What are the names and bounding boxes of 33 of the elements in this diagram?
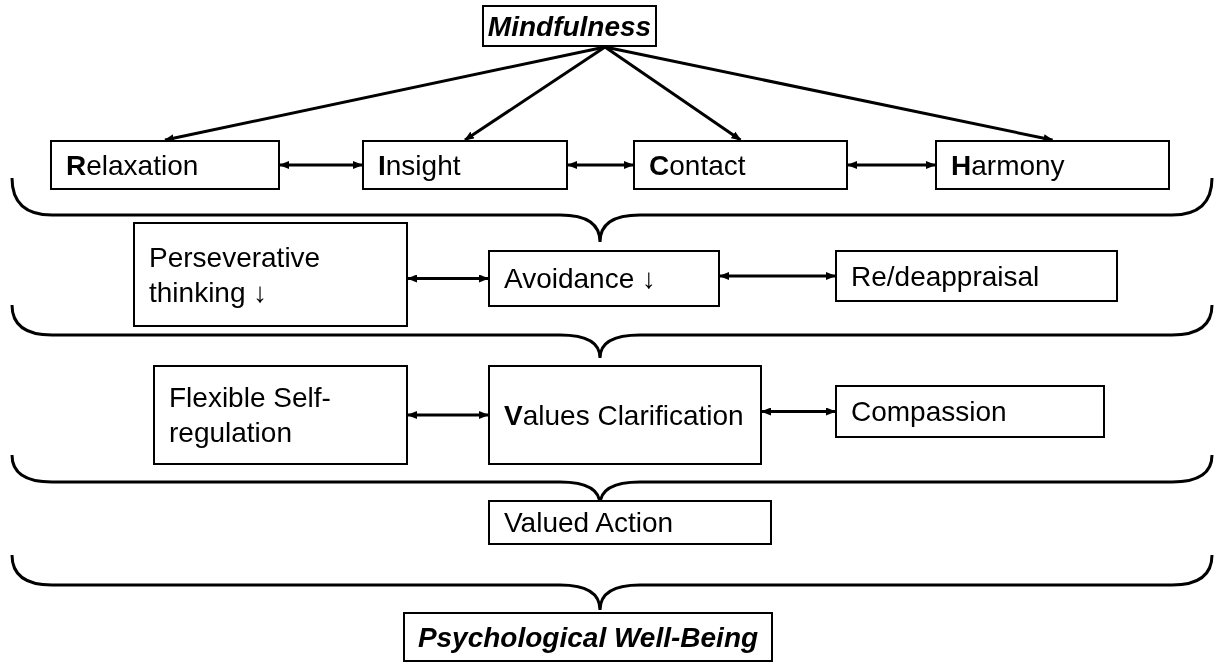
concept-label: Re/deappraisal [851, 259, 1040, 294]
concept-box [935, 140, 1170, 190]
concept-label: Flexible Self-regulation [169, 381, 332, 450]
concept-box [50, 140, 280, 190]
concept-label: Avoidance ↓ [504, 262, 657, 296]
concept-label: Insight [378, 148, 461, 183]
concept-label: Compassion [851, 395, 1007, 429]
concept-box [403, 612, 773, 662]
arrow [847, 161, 936, 169]
concept-box [133, 222, 408, 327]
concept-label: Contact [649, 148, 746, 183]
concept-box [633, 140, 848, 190]
concept-box [835, 250, 1118, 302]
concept-box [362, 140, 568, 190]
arrow [464, 45, 606, 142]
arrow [567, 161, 634, 169]
concept-box [488, 250, 720, 307]
concept-label: Psychological Well-Being [417, 620, 759, 655]
concept-label: Perseverative thinking ↓ [149, 240, 322, 310]
concept-label: Harmony [951, 148, 1065, 183]
concept-box [835, 385, 1105, 438]
concept-box [153, 365, 408, 465]
concept-box [488, 500, 772, 545]
concept-label: Relaxation [66, 148, 199, 183]
arrow [279, 161, 363, 169]
concept-label: Values Clarification [504, 398, 744, 433]
arrow [407, 411, 489, 419]
arrow [761, 407, 836, 416]
concept-label: Mindfulness [487, 9, 652, 44]
concept-label: Valued Action [504, 506, 674, 540]
arrow [719, 272, 836, 280]
arrow [407, 274, 489, 283]
concept-box [488, 365, 762, 465]
